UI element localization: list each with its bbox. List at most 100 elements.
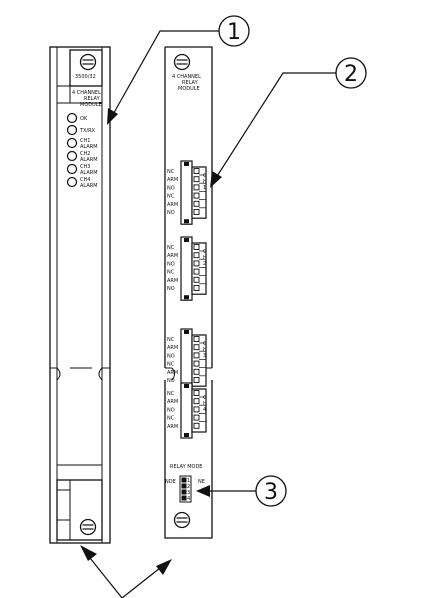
terminal-screw bbox=[193, 192, 200, 199]
terminal-screw bbox=[193, 368, 200, 375]
connector-tag-char: 3 bbox=[203, 353, 206, 359]
terminal-label: ARM bbox=[167, 370, 178, 376]
callout-2-number: 2 bbox=[344, 62, 358, 87]
led-label-ch2-alarm: ALARM bbox=[80, 157, 98, 163]
terminal-label: NC bbox=[167, 337, 175, 343]
terminal-screw bbox=[193, 244, 200, 250]
connector-tag-char: H bbox=[203, 255, 207, 261]
connector-ch1-latch-top bbox=[184, 162, 189, 166]
terminal-label: NC bbox=[167, 169, 175, 175]
connector-tag-char: C bbox=[203, 173, 207, 179]
terminal-label: NC bbox=[167, 416, 175, 422]
connector-ch2-body bbox=[180, 236, 193, 301]
terminal-screw bbox=[193, 352, 200, 359]
dip-mark-2: 2 bbox=[187, 484, 190, 490]
dip-mark-3: 3 bbox=[187, 490, 190, 496]
terminal-label: ARM bbox=[167, 424, 178, 430]
connector-ch1-latch-bottom bbox=[184, 219, 189, 224]
connector-tag-char: 4 bbox=[203, 407, 206, 413]
terminal-screw bbox=[193, 252, 200, 259]
bottom-latch-block bbox=[56, 479, 103, 541]
dip-mark-1: 1 bbox=[187, 478, 190, 484]
connector-ch4-latch-bottom bbox=[184, 433, 189, 437]
led-ch2-alarm-icon bbox=[66, 150, 78, 162]
bottom-screw-icon bbox=[79, 518, 97, 536]
led-ch1-alarm-icon bbox=[66, 137, 78, 149]
callout-1-number: 1 bbox=[227, 20, 241, 45]
terminal-screw bbox=[193, 414, 200, 421]
led-label-ch3: CH3 bbox=[80, 164, 90, 170]
left-panel-outline bbox=[49, 46, 111, 544]
terminal-screw bbox=[193, 360, 200, 367]
left-title-line-1: 4 CHANNEL bbox=[72, 90, 101, 96]
connector-tag-char: C bbox=[203, 395, 207, 401]
model-label: 3500/32 bbox=[75, 74, 96, 80]
terminal-screw bbox=[193, 344, 200, 351]
terminal-label: ARM bbox=[167, 399, 178, 405]
top-latch-block bbox=[69, 49, 103, 87]
relay-mode-dip-switch bbox=[179, 475, 192, 503]
terminal-label: NO bbox=[167, 185, 175, 191]
terminal-screw bbox=[193, 184, 200, 191]
callout-4-leader-right bbox=[121, 567, 161, 598]
terminal-label: NC bbox=[167, 194, 175, 200]
terminal-label: NC bbox=[167, 362, 175, 368]
led-label-ch4: CH4 bbox=[80, 177, 90, 183]
terminal-screw bbox=[193, 200, 200, 207]
terminal-screw bbox=[193, 377, 200, 383]
terminal-screw bbox=[193, 336, 200, 342]
led-label-txrx: TX/RX bbox=[79, 128, 96, 134]
dip-mark-4: 4 bbox=[187, 496, 190, 502]
led-txrx-icon bbox=[66, 124, 78, 136]
left-panel bbox=[49, 46, 111, 544]
terminal-screw bbox=[193, 422, 200, 429]
top-screw-icon bbox=[79, 53, 97, 71]
terminal-label: NO bbox=[167, 353, 175, 359]
connector-tag-char: H bbox=[203, 401, 207, 407]
callout-1-leader bbox=[110, 30, 219, 119]
right-title-line-2: RELAY bbox=[182, 80, 199, 86]
terminal-screw bbox=[193, 209, 200, 215]
callout-2-arrowhead bbox=[210, 171, 222, 188]
led-ch4-alarm-icon bbox=[66, 176, 78, 188]
connector-ch2-latch-top bbox=[184, 238, 189, 242]
relay-connectors: NCARMNONCARMNOCH1NCARMNONCARMNOCH2NCARMN… bbox=[167, 160, 207, 439]
led-ok-icon bbox=[66, 112, 78, 124]
connector-ch2-latch-bottom bbox=[184, 295, 189, 300]
connector-tag-char: C bbox=[203, 249, 207, 255]
terminal-screw bbox=[193, 390, 200, 396]
terminal-screw bbox=[193, 398, 200, 405]
led-label-ch2: CH2 bbox=[80, 151, 90, 157]
terminal-label: NC bbox=[167, 391, 175, 397]
right-panel-outline bbox=[164, 46, 213, 539]
terminal-label: NO bbox=[167, 286, 175, 292]
connector-tag-char: H bbox=[203, 347, 207, 353]
terminal-label: NO bbox=[167, 261, 175, 267]
rear-bottom-screw-icon bbox=[173, 511, 191, 529]
terminal-label: NC bbox=[167, 245, 175, 251]
terminal-screw bbox=[193, 406, 200, 413]
relay-mode-title: RELAY MODE bbox=[170, 464, 202, 470]
connector-ch4-body bbox=[180, 382, 193, 439]
relay-mode-nde-label: NDE bbox=[165, 479, 176, 485]
led-ch3-alarm-icon bbox=[66, 163, 78, 175]
relay-mode-ne-label: NE bbox=[198, 479, 205, 485]
status-leds bbox=[66, 112, 78, 188]
connector-tag-char: C bbox=[203, 341, 207, 347]
connector-ch1-body bbox=[180, 160, 193, 225]
led-label-ch1-alarm: ALARM bbox=[80, 144, 98, 150]
callout-3-number: 3 bbox=[264, 480, 278, 505]
terminal-label: NC bbox=[167, 270, 175, 276]
left-title-line-2: RELAY bbox=[84, 96, 101, 102]
connector-tag-char: 1 bbox=[203, 185, 206, 191]
connector-tag-char: H bbox=[203, 179, 207, 185]
led-label-ok: OK bbox=[80, 116, 88, 122]
callout-1-arrowhead bbox=[107, 108, 118, 125]
terminal-screw bbox=[193, 168, 200, 174]
terminal-label: NO bbox=[167, 210, 175, 216]
terminal-label: ARM bbox=[167, 202, 178, 208]
